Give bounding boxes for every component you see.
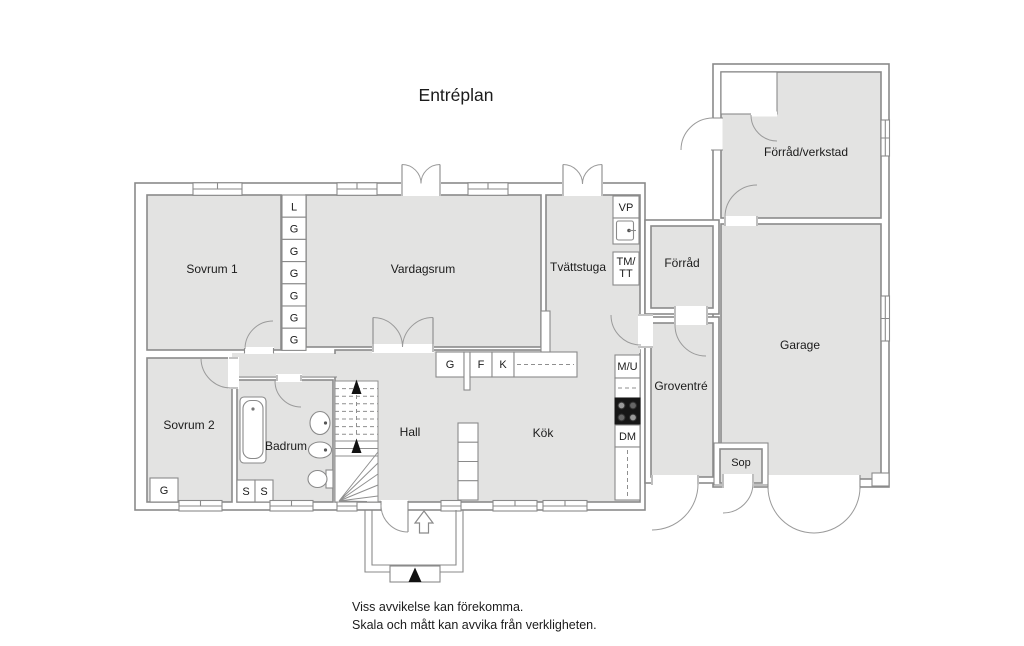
window [269,499,314,512]
garage-step [871,472,890,487]
french-door-tvattstuga-exterior [562,164,603,196]
disclaimer: Viss avvikelse kan förekomma. Skala och … [352,598,597,634]
door-sovrum1 [243,320,275,354]
corridor-floor [232,353,337,378]
stove-burner [629,401,637,410]
closet-column: L G G G G G G [281,194,307,351]
door-groventre-exterior [651,475,699,531]
stairs-up-arrow [351,379,362,394]
cleaning-closet-label: S [260,486,267,498]
room-label-forrad: Förråd [664,256,699,270]
room-vardagsrum [305,194,542,348]
room-forrad [650,225,714,309]
room-label-garage: Garage [780,338,820,352]
page-title: Entréplan [418,85,494,105]
stove [614,397,641,426]
door-kok-groventre [610,314,653,348]
kitchen-side-cabinets [457,422,479,501]
cleaning-closet-label: S [242,486,249,498]
window [192,182,243,196]
wardrobe-label: G [290,313,299,325]
toilet [307,469,328,489]
cleaning-closet [254,479,274,503]
kitchen-appliance-column: M/U DM [614,354,641,501]
stairs-up-arrow [351,438,362,453]
room-label-sovrum2: Sovrum 2 [163,418,215,432]
disclaimer-line1: Viss avvikelse kan förekomma. [352,600,524,614]
window [440,499,462,512]
wardrobe-label: G [446,359,455,371]
dishwasher-label: DM [619,431,636,443]
window [336,182,378,196]
room-label-badrum: Badrum [265,439,307,453]
wardrobe-label: G [290,224,299,236]
french-door-vardagsrum-hall [372,317,434,353]
wardrobe-label: G [290,335,299,347]
room-label-groventre: Groventré [654,379,708,393]
micro-oven-label: M/U [617,361,637,373]
window [542,499,588,512]
wardrobe-label: G [290,290,299,302]
fridge-label: K [499,359,507,371]
passage-kok-tvattstuga [548,344,640,353]
door-sop [722,474,754,514]
entrance-direction-arrow [408,567,422,582]
stove-burner [617,413,626,422]
door-verkstad-garage [724,184,758,226]
window [880,295,891,342]
kitchen-cabinet-row: G F K [435,351,578,391]
room-label-tvattstuga: Tvättstuga [550,260,606,274]
room-label-sop: Sop [731,457,751,469]
verkstad-notch [720,71,778,115]
passage-hall-corridor [333,354,339,377]
disclaimer-line2: Skala och mått kan avvika från verklighe… [352,618,597,632]
linen-cabinet-label: L [291,202,297,214]
window [178,499,223,512]
wardrobe-label: G [160,485,169,497]
room-groventre [650,322,714,478]
sovrum2-wardrobe [149,477,179,503]
room-garage [720,223,882,480]
door-sovrum2 [200,357,239,389]
window [492,499,538,512]
freezer-label: F [478,359,485,371]
wardrobe-label: G [290,268,299,280]
bathtub-drain [251,407,255,411]
french-door-vardagsrum-exterior [401,164,441,196]
staircase [334,379,379,503]
door-verkstad-exterior [680,117,723,151]
entrance-porch [364,510,464,583]
stove-burner [617,401,626,410]
window [467,182,509,196]
entrance-arrow [413,510,435,534]
tvattstuga-stub-wall [540,310,551,353]
tumble-dryer-label: TT [619,268,633,280]
laundry-appliance-column: VP TM/ TT [612,195,640,286]
bathroom-fixtures [239,396,334,489]
door-verkstad-notch [750,111,778,142]
room-label-hall: Hall [400,425,421,439]
door-badrum [274,374,302,408]
washing-machine-label: TM/ [617,256,637,268]
washbasin-2 [307,441,333,459]
bathtub [239,396,267,464]
room-label-vardagsrum: Vardagsrum [391,262,455,276]
wardrobe-label: G [290,246,299,258]
room-label-sovrum1: Sovrum 1 [186,262,238,276]
room-label-forrad-verkstad: Förråd/verkstad [764,145,848,159]
room-label-kok: Kök [533,426,555,440]
door-forrad-groventre [674,306,708,357]
entrance-door [380,500,409,533]
garage-double-door [767,472,890,534]
stove-burner [629,413,637,422]
washbasin [309,410,331,436]
window [880,119,891,157]
water-heater-label: VP [619,202,634,214]
